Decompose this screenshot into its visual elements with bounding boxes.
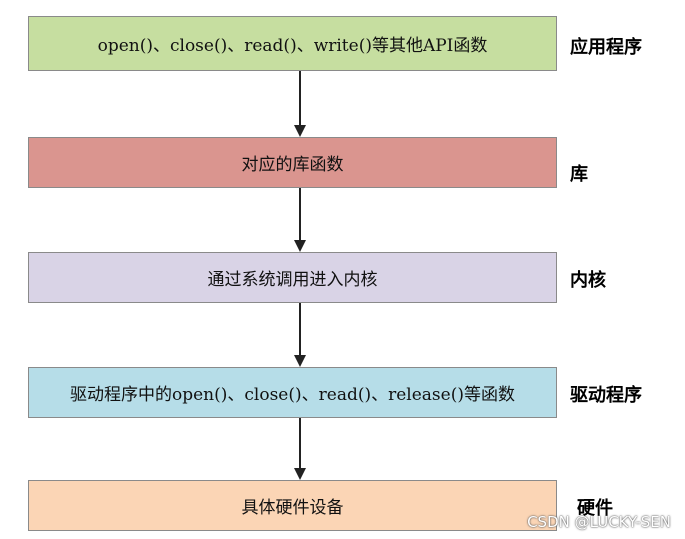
layer-box-driver: 驱动程序中的open()、close()、read()、release()等函数 [28, 367, 557, 418]
arrowhead-icon [294, 355, 306, 367]
arrowhead-icon [294, 240, 306, 252]
arrow-kernel-to-driver [292, 303, 308, 367]
arrowhead-icon [294, 125, 306, 137]
arrow-library-to-kernel [292, 188, 308, 252]
layer-label-hardware: 硬件 [577, 498, 613, 519]
watermark: CSDN @LUCKY-SEN [527, 513, 671, 531]
layer-text-library: 对应的库函数 [241, 155, 344, 175]
layer-label-driver: 驱动程序 [570, 385, 642, 406]
layer-label-kernel: 内核 [570, 270, 606, 291]
layer-box-library: 对应的库函数 [28, 137, 557, 188]
layer-text-kernel: 通过系统调用进入内核 [207, 270, 378, 290]
layer-text-application: open()、close()、read()、write()等其他API函数 [97, 36, 488, 56]
arrowhead-icon [294, 468, 306, 480]
arrow-driver-to-hardware [292, 418, 308, 480]
layer-box-hardware: 具体硬件设备 [28, 480, 557, 531]
layer-text-hardware: 具体硬件设备 [241, 498, 344, 518]
layer-box-kernel: 通过系统调用进入内核 [28, 252, 557, 303]
layer-box-application: open()、close()、read()、write()等其他API函数 [28, 16, 557, 71]
layer-label-application: 应用程序 [570, 37, 642, 58]
layer-label-library: 库 [570, 164, 588, 185]
arrow-application-to-library [292, 71, 308, 137]
layer-text-driver: 驱动程序中的open()、close()、read()、release()等函数 [70, 385, 515, 405]
